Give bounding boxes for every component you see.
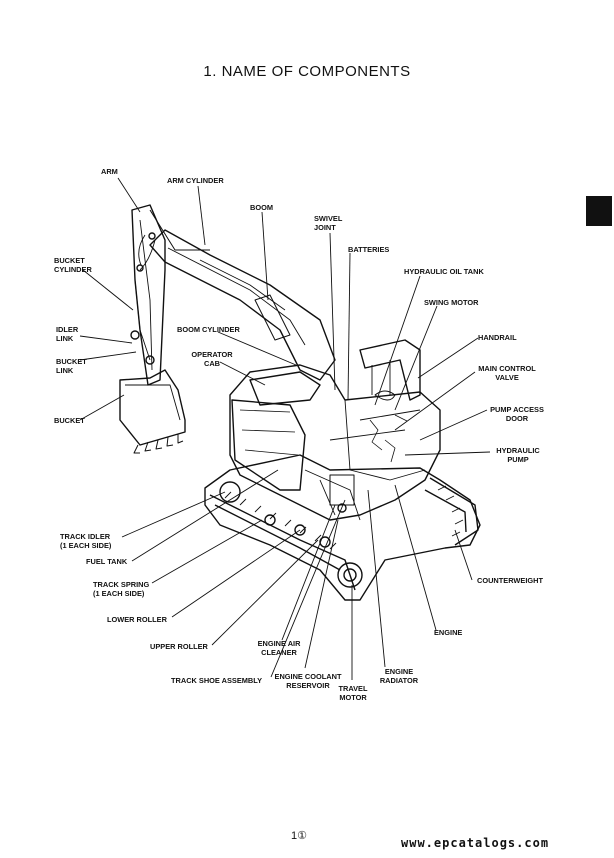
label-swing-motor: SWING MOTOR xyxy=(424,298,479,307)
page-title: 1. NAME OF COMPONENTS xyxy=(203,63,411,80)
upper-structure xyxy=(229,339,441,521)
label-engine: ENGINE xyxy=(434,628,463,637)
label-engine-radiator: ENGINE RADIATOR xyxy=(379,667,419,685)
label-swivel-joint: SWIVEL JOINT xyxy=(314,214,343,232)
label-hydraulic-pump: HYDRAULIC PUMP xyxy=(496,446,540,464)
label-pump-access-door: PUMP ACCESS DOOR xyxy=(490,405,544,423)
label-handrail: HANDRAIL xyxy=(478,333,517,342)
label-hydraulic-oil-tank: HYDRAULIC OIL TANK xyxy=(404,267,484,276)
label-bucket-link: BUCKET LINK xyxy=(56,357,87,375)
label-boom: BOOM xyxy=(250,203,273,212)
label-batteries: BATTERIES xyxy=(348,245,390,254)
label-track-idler: TRACK IDLER (1 EACH SIDE) xyxy=(60,532,112,550)
label-engine-air-cleaner: ENGINE AIR CLEANER xyxy=(257,639,301,657)
label-fuel-tank: FUEL TANK xyxy=(86,557,128,566)
label-track-shoe-assembly: TRACK SHOE ASSEMBLY xyxy=(171,676,263,685)
section-tab-marker xyxy=(586,196,612,226)
label-bucket: BUCKET xyxy=(54,416,85,425)
label-counterweight: COUNTERWEIGHT xyxy=(477,576,543,585)
label-bucket-cylinder: BUCKET CYLINDER xyxy=(54,256,92,274)
label-travel-motor: TRAVEL MOTOR xyxy=(338,684,368,702)
watermark-url: www.epcatalogs.com xyxy=(401,836,550,850)
crawler-tracks xyxy=(204,454,481,601)
arm xyxy=(130,204,210,386)
label-main-control-valve: MAIN CONTROL VALVE xyxy=(478,364,536,382)
label-track-spring: TRACK SPRING (1 EACH SIDE) xyxy=(93,580,150,598)
label-arm-cylinder: ARM CYLINDER xyxy=(167,176,224,185)
label-lower-roller: LOWER ROLLER xyxy=(107,615,167,624)
page-number: 1① xyxy=(291,830,307,842)
label-upper-roller: UPPER ROLLER xyxy=(150,642,208,651)
bucket xyxy=(119,369,186,454)
boom xyxy=(149,229,336,381)
label-idler-link: IDLER LINK xyxy=(56,325,79,343)
label-engine-coolant-reservoir: ENGINE COOLANT RESERVOIR xyxy=(274,672,342,690)
label-boom-cylinder: BOOM CYLINDER xyxy=(177,325,240,334)
label-arm: ARM xyxy=(101,167,118,176)
label-operator-cab: OPERATOR CAB xyxy=(191,350,233,368)
